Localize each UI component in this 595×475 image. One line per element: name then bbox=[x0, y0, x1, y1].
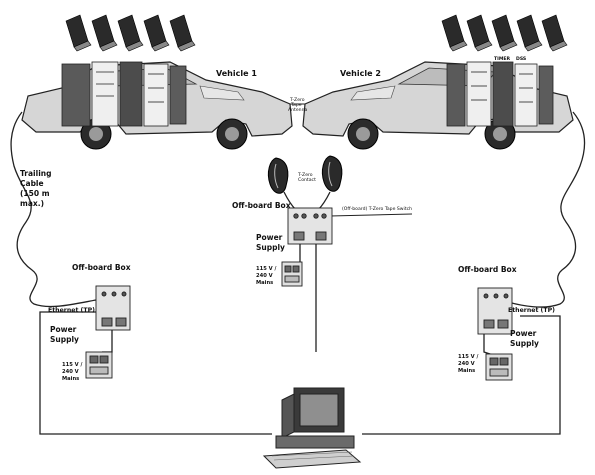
vehicle1-equipment-rack bbox=[62, 62, 186, 126]
sensor-module-icon bbox=[118, 15, 143, 51]
trailing-cable-label: Trailing Cable (150 m max.) bbox=[20, 169, 51, 208]
power-supply-center bbox=[282, 262, 302, 286]
tzero-contact-right bbox=[322, 156, 341, 191]
mains-left-label: 115 V / 240 V Mains bbox=[62, 362, 82, 382]
power-supply-center-label: Power Supply bbox=[256, 233, 285, 252]
sensor-module-icon bbox=[66, 15, 91, 51]
tzero-contact-label: T-Zero Contact bbox=[297, 172, 316, 183]
offboard-box-left bbox=[96, 286, 130, 330]
sensor-module-icon bbox=[442, 15, 467, 51]
svg-text:Power: Power bbox=[50, 325, 77, 334]
ethernet-left-label: Ethernet (TP) bbox=[48, 307, 95, 314]
power-supply-right-label: Power Supply bbox=[510, 329, 539, 348]
sensor-module-icon bbox=[144, 15, 169, 51]
ethernet-right-label: Ethernet (TP) bbox=[508, 307, 555, 314]
offboard-box-center-label: Off-board Box bbox=[232, 201, 291, 210]
offboard-tape-switch-label: (Off-board) T-Zero Tape Switch bbox=[342, 206, 412, 212]
svg-text:Contact: Contact bbox=[298, 177, 316, 183]
sensor-module-icon bbox=[467, 15, 492, 51]
svg-text:Mains: Mains bbox=[458, 368, 475, 374]
vehicle1-label: Vehicle 1 bbox=[216, 69, 257, 78]
svg-text:Cable: Cable bbox=[20, 179, 44, 188]
svg-text:240 V: 240 V bbox=[458, 361, 475, 367]
svg-text:Antenna: Antenna bbox=[288, 107, 308, 113]
vehicle2-label: Vehicle 2 bbox=[340, 69, 381, 78]
svg-text:Trailing: Trailing bbox=[20, 169, 51, 178]
mains-right-label: 115 V / 240 V Mains bbox=[458, 354, 478, 374]
offboard-box-right-label: Off-board Box bbox=[458, 265, 517, 274]
tzero-contact-left bbox=[268, 158, 287, 193]
offboard-box-left-label: Off-board Box bbox=[72, 263, 131, 272]
svg-text:DSS: DSS bbox=[516, 56, 526, 62]
sensor-module-icon bbox=[542, 15, 567, 51]
desktop-computer-icon bbox=[264, 388, 360, 468]
power-supply-left bbox=[86, 352, 112, 378]
power-supply-right bbox=[486, 354, 512, 380]
svg-text:Mains: Mains bbox=[256, 280, 273, 286]
svg-text:(150 m: (150 m bbox=[20, 189, 50, 198]
mains-center-label: 115 V / 240 V Mains bbox=[256, 266, 276, 286]
power-supply-left-label: Power Supply bbox=[50, 325, 79, 344]
svg-text:TIMER: TIMER bbox=[494, 56, 511, 62]
trailing-cable-right bbox=[508, 112, 584, 307]
svg-text:Power: Power bbox=[256, 233, 283, 242]
svg-text:240 V: 240 V bbox=[256, 273, 273, 279]
svg-text:Supply: Supply bbox=[50, 335, 79, 344]
vehicle2-equipment-rack bbox=[447, 62, 553, 126]
svg-text:115 V /: 115 V / bbox=[62, 362, 82, 368]
svg-text:Mains: Mains bbox=[62, 376, 79, 382]
svg-text:Supply: Supply bbox=[510, 339, 539, 348]
svg-text:240 V: 240 V bbox=[62, 369, 79, 375]
svg-text:Power: Power bbox=[510, 329, 537, 338]
sensor-module-icon bbox=[170, 15, 195, 51]
offboard-box-center bbox=[288, 208, 332, 244]
svg-text:max.): max.) bbox=[20, 199, 44, 208]
sensor-modules-vehicle1 bbox=[66, 15, 195, 51]
svg-text:115 V /: 115 V / bbox=[458, 354, 478, 360]
svg-text:115 V /: 115 V / bbox=[256, 266, 276, 272]
vehicle2-rack-labels: TIMER DSS bbox=[494, 56, 526, 62]
sensor-module-icon bbox=[517, 15, 542, 51]
sensor-module-icon bbox=[492, 15, 517, 51]
sensor-module-icon bbox=[92, 15, 117, 51]
offboard-box-right bbox=[478, 288, 512, 334]
svg-text:Supply: Supply bbox=[256, 243, 285, 252]
sensor-modules-vehicle2 bbox=[442, 15, 567, 51]
